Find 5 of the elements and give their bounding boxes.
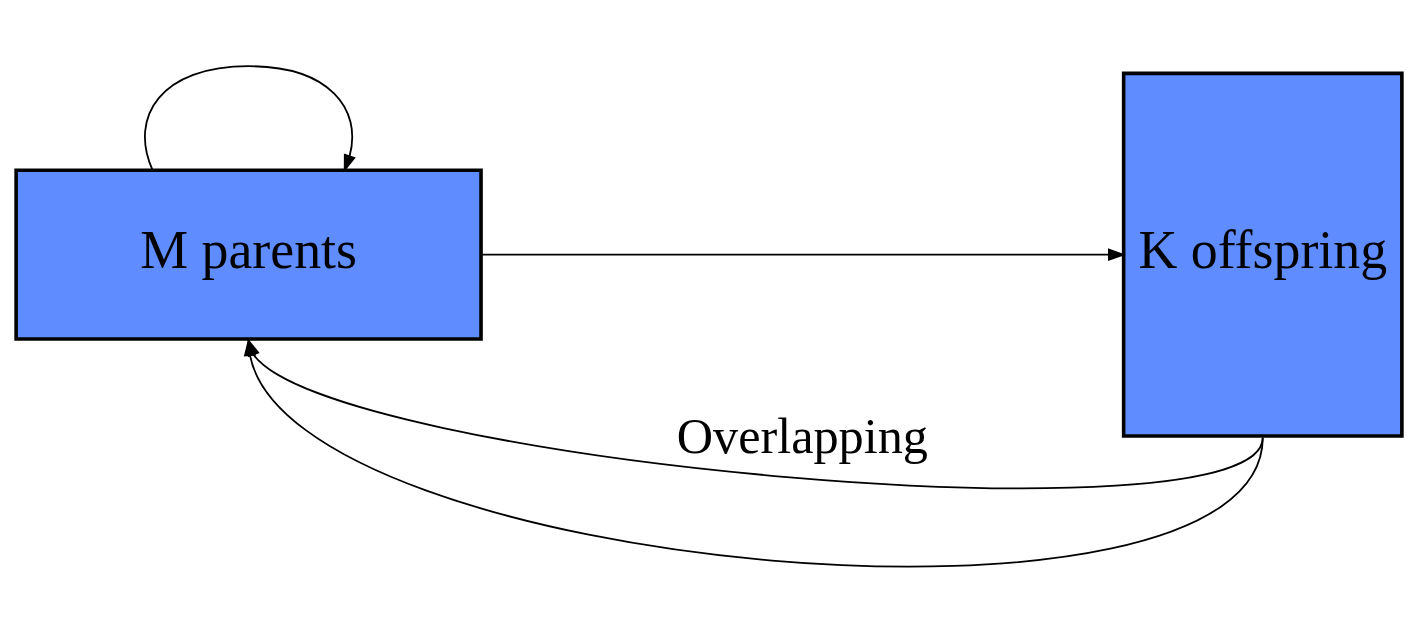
edge-label: Overlapping [676, 407, 928, 464]
node-box: M parents [14, 168, 483, 341]
node-box: K offspring [1121, 71, 1404, 438]
arrow [144, 64, 356, 172]
arrow [480, 247, 1126, 261]
